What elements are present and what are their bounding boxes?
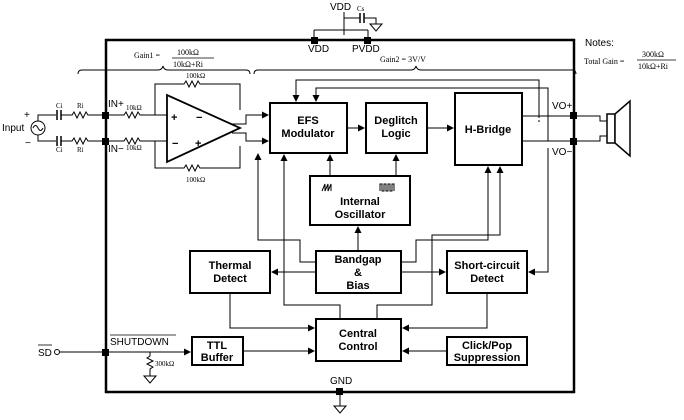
notes: Notes: Total Gain = 300kΩ 10kΩ+Ri — [584, 38, 676, 71]
rf-bot-label: 100kΩ — [186, 176, 205, 184]
deglitch-logic-block: Deglitch Logic — [365, 102, 428, 154]
opamp-plus-in: + — [171, 112, 177, 124]
thermal-line2: Detect — [213, 273, 247, 285]
short-line1: Short-circuit — [454, 260, 520, 272]
short-circuit-detect-block: Short-circuit Detect — [446, 250, 528, 294]
ground-symbol-bottom — [332, 405, 348, 414]
notes-heading: Notes: — [585, 38, 614, 49]
ground-symbol-sd — [142, 375, 158, 384]
click-line2: Suppression — [454, 352, 521, 364]
in-plus-label: IN+ — [108, 99, 124, 110]
shutdown-section: SD SHUTDOWN 300kΩ — [38, 334, 191, 384]
vo-minus-label: VO− — [552, 147, 572, 158]
cs-label: Cs — [357, 5, 365, 13]
gain1-label: Gain1 = — [134, 51, 161, 60]
efs-line1: EFS — [297, 115, 318, 127]
pvdd-pin — [364, 37, 371, 44]
shutdown-label: SHUTDOWN — [110, 337, 169, 348]
vdd-pin — [311, 37, 318, 44]
in-minus-pin — [102, 138, 109, 145]
central-control-block: Central Control — [315, 318, 402, 362]
bandgap-line3: Bias — [346, 280, 369, 292]
r10k-bot-label: 10kΩ — [126, 144, 142, 152]
in-minus-label: IN− — [108, 144, 124, 155]
r10k-top-label: 10kΩ — [126, 104, 142, 112]
opamp-plus-out: + — [195, 138, 201, 150]
ri-top-label: Ri — [77, 102, 84, 110]
rf-top-label: 100kΩ — [186, 72, 205, 80]
sd-label: SD — [38, 348, 52, 359]
h-bridge-block: H-Bridge — [454, 92, 523, 166]
internal-oscillator-block: Internal Oscillator — [309, 175, 411, 226]
ttl-buffer-block: TTL Buffer — [191, 336, 244, 366]
total-gain-num: 300kΩ — [642, 50, 664, 59]
central-line2: Control — [338, 341, 377, 353]
pvdd-pin-label: PVDD — [352, 44, 380, 55]
gain2-label: Gain2 = 3V/V — [380, 55, 426, 64]
efs-modulator-block: EFS Modulator — [269, 102, 348, 154]
gain-braces: Gain1 = 100kΩ 10kΩ+Ri Gain2 = 3V/V — [77, 48, 577, 75]
bandgap-line1: Bandgap — [334, 254, 381, 266]
gnd-section: GND — [330, 376, 352, 414]
gnd-pin — [336, 388, 343, 395]
ri-bot-label: Ri — [77, 146, 84, 154]
total-gain-den: 10kΩ+Ri — [638, 62, 669, 71]
bandgap-bias-block: Bandgap & Bias — [315, 250, 402, 294]
output-section: VO+ VO− — [552, 99, 631, 158]
r300k-label: 300kΩ — [155, 360, 174, 368]
ground-symbol-top — [368, 23, 384, 32]
gnd-label: GND — [330, 376, 352, 387]
ci-top-label: Ci — [56, 102, 63, 110]
opamp-minus-in: − — [172, 138, 178, 150]
vo-plus-pin — [570, 112, 577, 119]
ttl-line1: TTL — [207, 340, 227, 352]
vo-minus-pin — [570, 138, 577, 145]
osc-line1: Internal — [340, 196, 380, 208]
signal-wires — [229, 79, 572, 355]
ci-bot-label: Ci — [56, 146, 63, 154]
total-gain-label: Total Gain = — [584, 57, 625, 66]
input-minus-sign: − — [25, 138, 31, 149]
central-line1: Central — [339, 328, 377, 340]
deglitch-line2: Logic — [381, 128, 410, 140]
deglitch-line1: Deglitch — [374, 115, 418, 127]
short-line2: Detect — [470, 273, 504, 285]
supply-section: VDD Cs VDD PVDD — [308, 2, 384, 55]
vo-plus-label: VO+ — [552, 101, 572, 112]
ttl-line2: Buffer — [201, 352, 234, 364]
click-line1: Click/Pop — [462, 340, 512, 352]
efs-line2: Modulator — [281, 128, 335, 140]
shutdown-pin — [102, 349, 109, 356]
vdd-pin-label: VDD — [308, 44, 329, 55]
input-section: Input + − Ci Ci Ri Ri IN+ IN− 10kΩ 10kΩ … — [2, 72, 269, 184]
bandgap-line2: & — [354, 267, 362, 279]
opamp-triangle — [166, 93, 243, 164]
osc-line2: Oscillator — [335, 209, 386, 221]
in-plus-pin — [102, 112, 109, 119]
gain1-num: 100kΩ — [177, 48, 199, 57]
input-label: Input — [2, 123, 24, 134]
h-bridge-label: H-Bridge — [465, 124, 511, 136]
click-pop-block: Click/Pop Suppression — [446, 336, 528, 366]
speaker-icon — [606, 113, 616, 144]
opamp-minus-out: − — [196, 112, 202, 124]
vdd-supply-label: VDD — [330, 2, 351, 13]
thermal-line1: Thermal — [209, 260, 252, 272]
gain1-den: 10kΩ+Ri — [173, 60, 204, 69]
thermal-detect-block: Thermal Detect — [189, 250, 271, 294]
input-plus-sign: + — [24, 110, 30, 121]
